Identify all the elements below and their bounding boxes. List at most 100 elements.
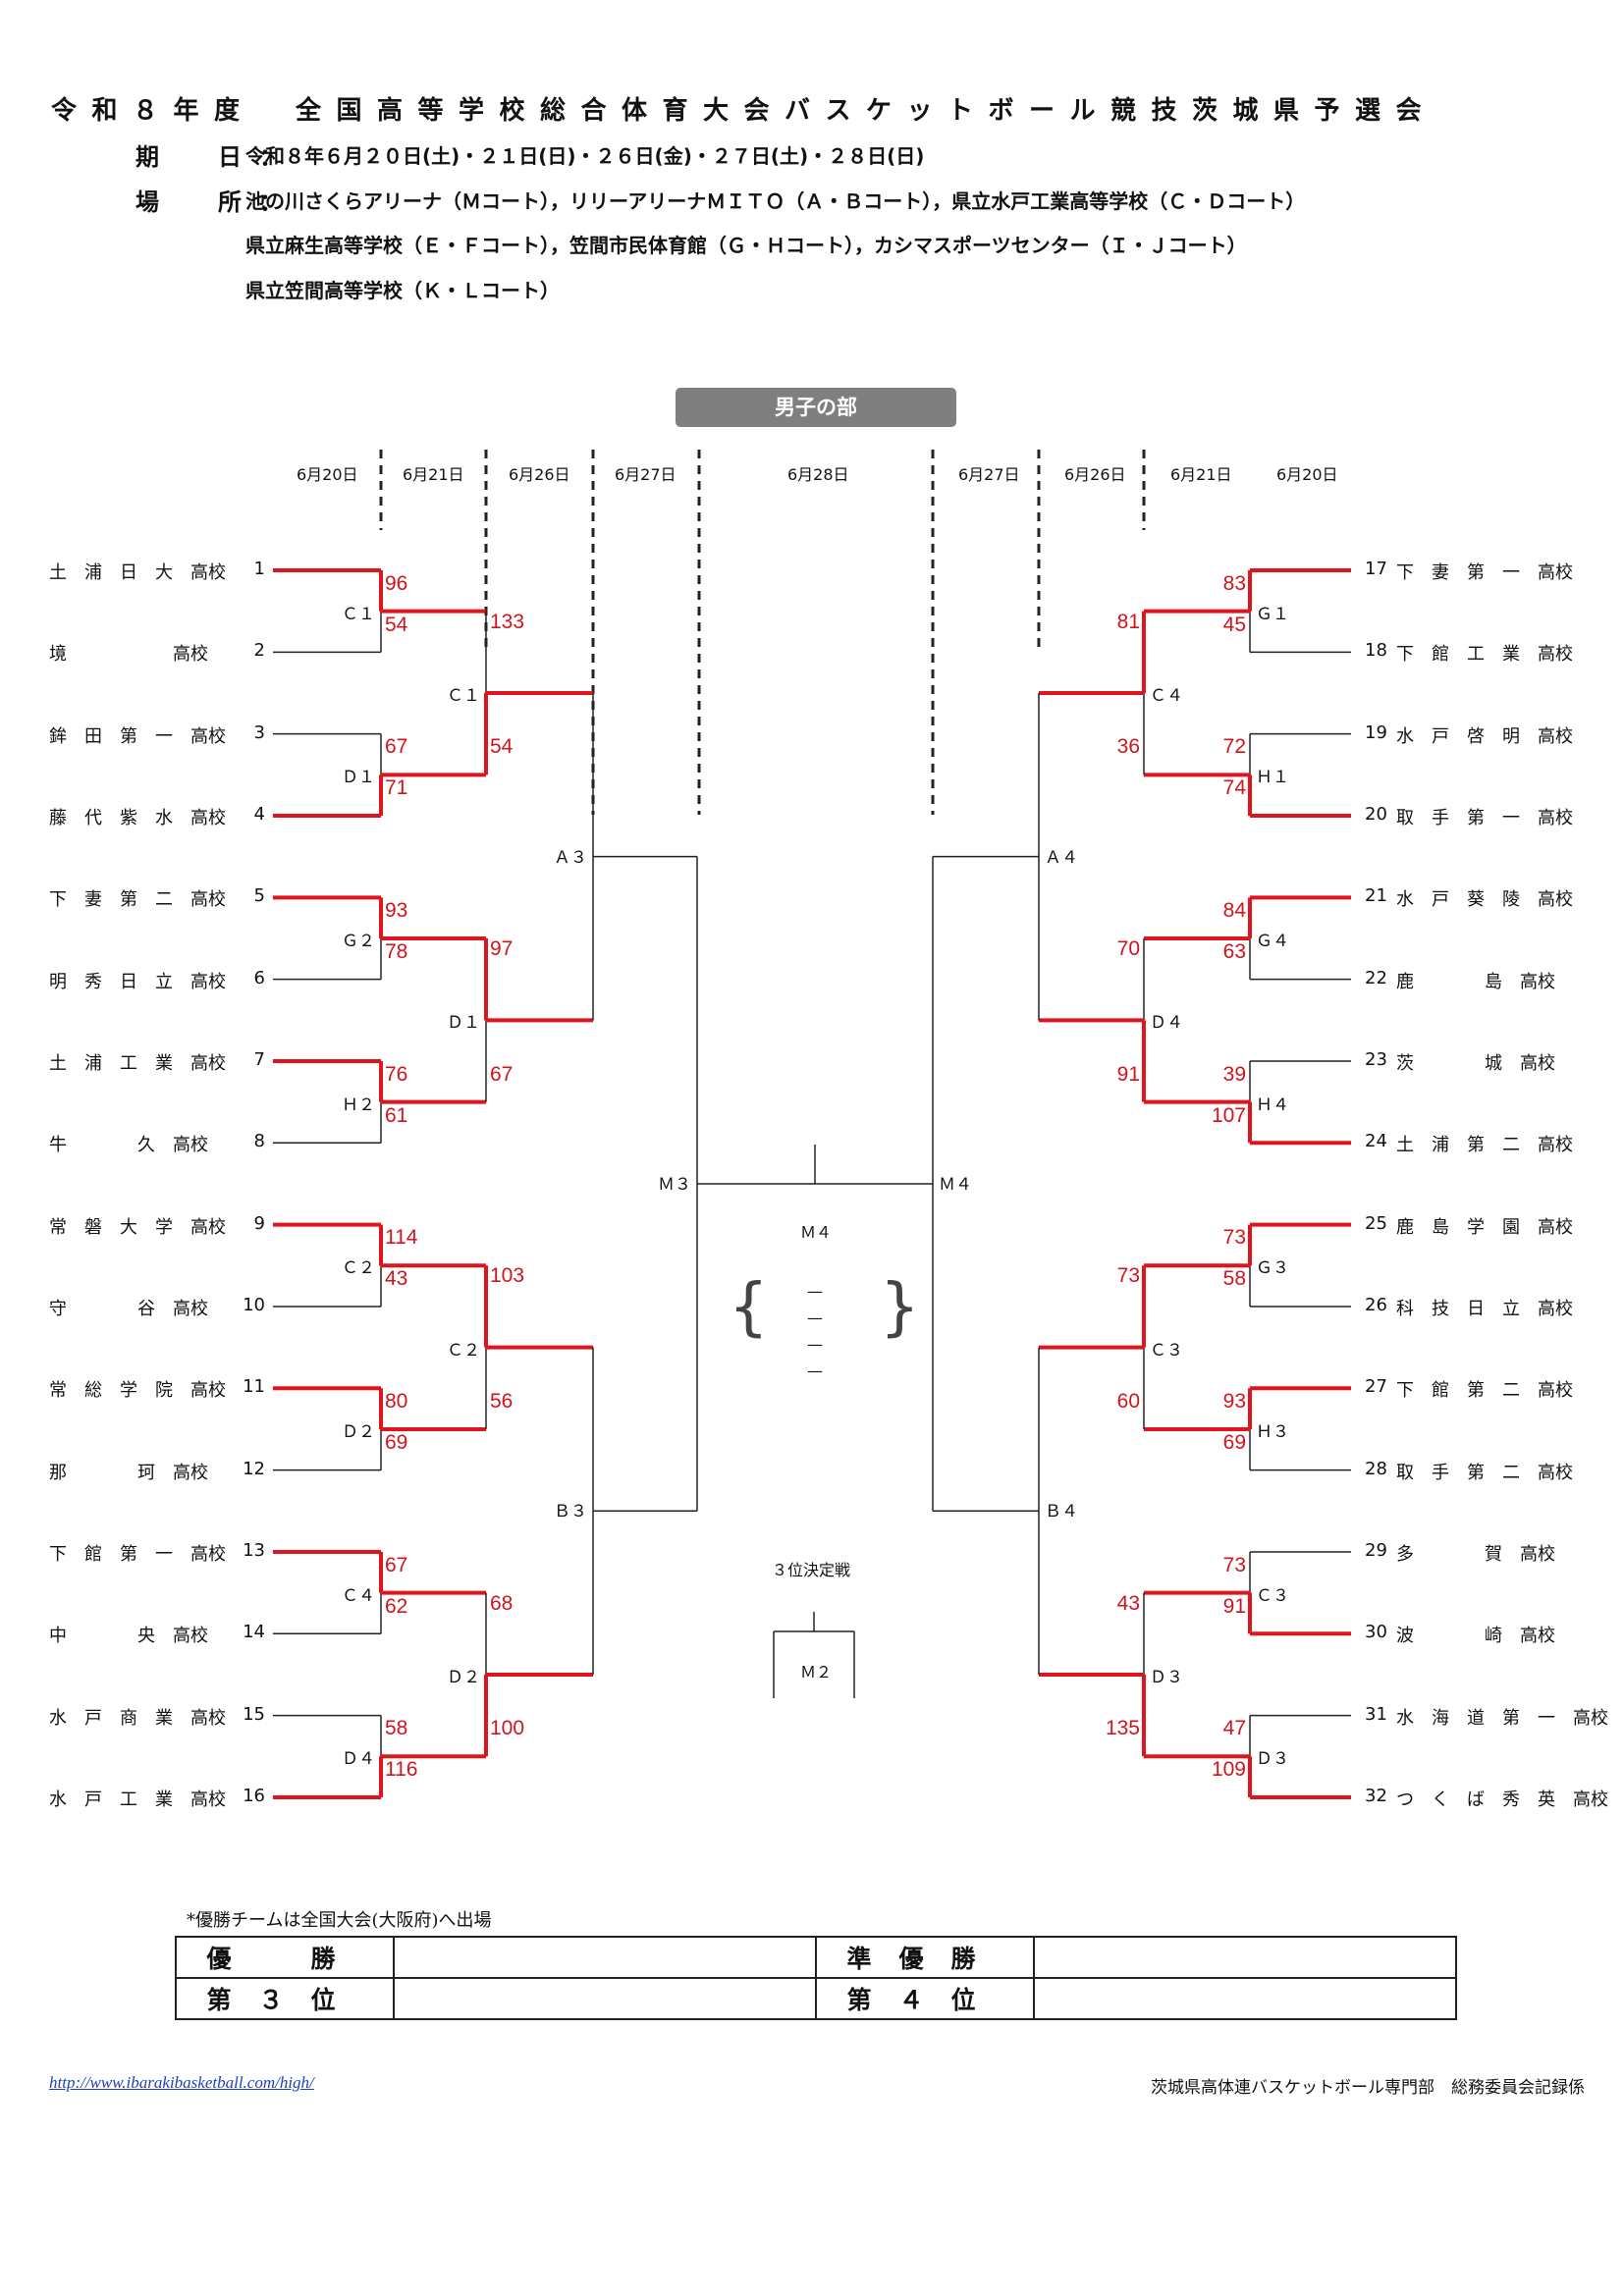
r2-court: Ｄ１ [447,1013,480,1034]
r1-score-bottom: 54 [385,613,408,636]
final-score-dash-3: — [807,1335,823,1354]
r1-score-bottom: 71 [385,776,408,800]
team-name-22: 鹿 島 高校 [1396,971,1555,992]
r1-score-bottom: 116 [385,1758,418,1782]
team-name-17: 下 妻 第 一 高校 [1396,562,1573,583]
champion-cell [393,1936,817,1979]
seed-32: 32 [1365,1785,1387,1806]
seed-13: 13 [243,1539,265,1561]
r1-court: Ｄ４ [342,1749,375,1770]
r2-score-top: 97 [490,936,514,960]
r2-court: Ｃ４ [1150,685,1183,706]
team-name-10: 守 谷 高校 [49,1298,208,1319]
r2-score-bottom: 60 [1116,1389,1140,1413]
team-name-8: 牛 久 高校 [49,1135,208,1156]
r1-score-top: 84 [1222,898,1246,922]
date-left-r4: 6月27日 [615,465,677,484]
team-name-21: 水 戸 葵 陵 高校 [1396,889,1573,911]
r4-court: Ｍ３ [658,1174,691,1195]
r1-score-bottom: 58 [1222,1267,1246,1291]
left-brace-icon: { [729,1271,769,1344]
team-name-27: 下 館 第 二 高校 [1396,1380,1573,1402]
seed-31: 31 [1365,1703,1387,1725]
team-name-30: 波 崎 高校 [1396,1626,1555,1647]
seed-27: 27 [1365,1376,1387,1398]
r1-score-top: 67 [385,1553,408,1576]
seed-20: 20 [1365,803,1387,825]
r2-score-bottom: 67 [490,1062,514,1086]
seed-7: 7 [253,1048,265,1070]
date-left-r2: 6月21日 [403,465,464,484]
r1-court: Ｈ３ [1256,1421,1289,1442]
team-name-11: 常 総 学 院 高校 [49,1380,226,1402]
r1-score-bottom: 74 [1222,776,1246,800]
r3-court: Ｂ４ [1045,1502,1078,1522]
r3-court: Ａ３ [554,847,587,868]
team-name-6: 明 秀 日 立 高校 [49,971,226,992]
team-name-23: 茨 城 高校 [1396,1052,1555,1074]
r1-score-top: 80 [385,1389,408,1413]
champion-label: 優 勝 [175,1936,395,1979]
r1-court: Ｃ１ [342,604,375,624]
r1-score-top: 67 [385,735,408,759]
date-right-r2: 6月21日 [1170,465,1232,484]
website-link[interactable]: http://www.ibarakibasketball.com/high/ [49,2073,314,2092]
r1-court: Ｃ３ [1256,1585,1289,1606]
r1-score-bottom: 61 [385,1103,408,1127]
results-row-2: 第３位 第４位 [175,1977,1457,2020]
r1-court: Ｄ２ [342,1421,375,1442]
r1-court: Ｄ１ [342,768,375,788]
final-score-dash-1: — [807,1282,823,1301]
r2-court: Ｄ２ [447,1667,480,1687]
third-label: 第３位 [175,1977,395,2020]
section-title: 男子の部 [676,388,956,427]
r1-score-bottom: 69 [385,1430,408,1454]
seed-1: 1 [253,559,265,579]
final-score-dash-4: — [807,1362,823,1380]
r3-court: Ｂ３ [554,1502,587,1522]
r2-score-top: 73 [1116,1264,1140,1288]
r1-court: Ｈ４ [1256,1095,1289,1115]
seed-11: 11 [243,1376,265,1398]
third-place-court: Ｍ２ [800,1663,833,1682]
r2-score-bottom: 36 [1116,735,1140,759]
r2-score-bottom: 56 [490,1389,514,1413]
seed-4: 4 [253,803,265,825]
date-left-r1: 6月20日 [297,465,358,484]
r1-score-bottom: 62 [385,1594,408,1618]
seed-3: 3 [253,721,265,743]
final-score-dash-2: — [807,1308,823,1327]
venue-line-3: 県立笠間高等学校（Ｋ・Ｌコート） [245,279,560,302]
team-name-14: 中 央 高校 [49,1626,208,1647]
seed-9: 9 [253,1212,265,1234]
r1-score-bottom: 109 [1211,1758,1246,1782]
r1-score-top: 73 [1222,1226,1246,1250]
r1-score-top: 39 [1222,1062,1246,1086]
seed-21: 21 [1365,885,1387,907]
r1-court: Ｃ４ [342,1585,375,1606]
r2-score-top: 81 [1116,610,1140,633]
seed-6: 6 [253,967,265,988]
third-place-label: ３位決定戦 [772,1561,851,1579]
date-label: 期 日： [135,143,300,171]
seed-5: 5 [253,885,265,907]
right-brace-icon: } [880,1271,920,1344]
team-name-12: 那 珂 高校 [49,1462,208,1483]
r1-court: Ｇ１ [1256,604,1289,624]
third-cell [393,1977,817,2020]
seed-19: 19 [1365,721,1387,743]
seed-18: 18 [1365,640,1387,662]
r1-score-bottom: 78 [385,939,408,963]
final-court: Ｍ４ [800,1223,833,1242]
team-name-15: 水 戸 商 業 高校 [49,1707,226,1729]
r2-court: Ｃ１ [447,685,480,706]
fourth-label: 第４位 [815,1977,1035,2020]
r1-score-top: 73 [1222,1553,1246,1576]
r1-court: Ｃ２ [342,1258,375,1279]
r2-court: Ｄ３ [1150,1667,1183,1687]
seed-15: 15 [243,1703,265,1725]
r2-score-bottom: 100 [490,1717,525,1740]
r1-score-bottom: 91 [1222,1594,1246,1618]
r1-court: Ｄ３ [1256,1749,1289,1770]
